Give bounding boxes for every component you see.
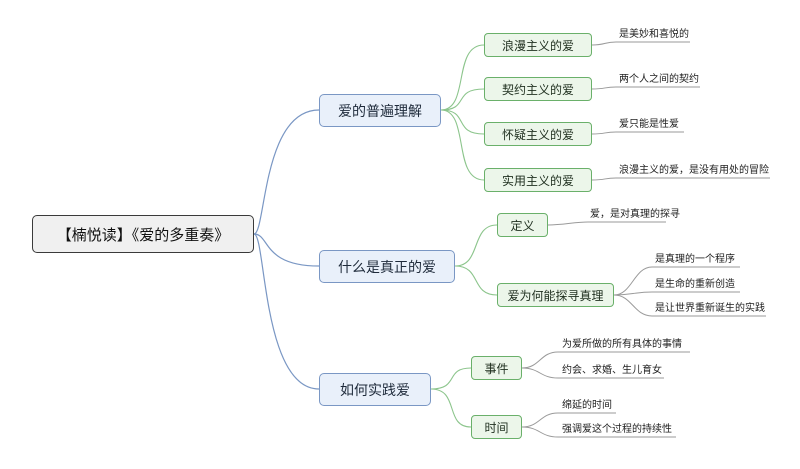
leaf-text[interactable]: 是生命的重新创造 — [655, 279, 735, 290]
connector-b1-c1-leaf-0 — [613, 266, 740, 296]
connector-b2-c0-leaf-0 — [521, 351, 690, 369]
branch-topic-practice-love[interactable]: 如何实践爱 — [319, 373, 431, 406]
subtopic-why-love-seeks-truth[interactable]: 爱为何能探寻真理 — [497, 283, 614, 307]
subtopic-events[interactable]: 事件 — [471, 356, 522, 380]
branch-topic-true-love[interactable]: 什么是真正的爱 — [319, 250, 455, 283]
connector-b0-c3 — [440, 109, 485, 181]
connector-b1-c1-leaf-1 — [613, 291, 740, 296]
connector-b1-c0 — [454, 224, 498, 267]
connector-b0-c2 — [440, 109, 485, 135]
subtopic-time[interactable]: 时间 — [471, 415, 522, 439]
leaf-text[interactable]: 绵延的时间 — [562, 400, 612, 411]
connector-b0-c3-leaf-0 — [591, 177, 770, 181]
subtopic-contract-love[interactable]: 契约主义的爱 — [484, 77, 592, 101]
connector-b1-c0-leaf-0 — [547, 221, 666, 226]
leaf-text[interactable]: 浪漫主义的爱，是没有用处的冒险 — [619, 165, 769, 176]
connector-b2-c0 — [430, 367, 472, 390]
connector-b1-c1-leaf-2 — [613, 294, 766, 317]
connector-b0-c1-leaf-0 — [591, 86, 700, 90]
leaf-text[interactable]: 两个人之间的契约 — [619, 74, 699, 85]
connector-b2-c1-leaf-1 — [521, 426, 676, 438]
branch-topic-universal-understanding[interactable]: 爱的普遍理解 — [319, 94, 441, 127]
root-topic[interactable]: 【楠悦读】《爱的多重奏》 — [32, 215, 254, 253]
connector-b0-c0 — [440, 44, 485, 111]
connector-b1-c1 — [454, 265, 498, 296]
subtopic-definition[interactable]: 定义 — [497, 213, 548, 237]
connector-root-branch-2 — [253, 233, 320, 390]
leaf-text[interactable]: 是让世界重新诞生的实践 — [655, 303, 765, 314]
connector-b2-c1 — [430, 388, 472, 428]
leaf-text[interactable]: 爱，是对真理的探寻 — [590, 209, 680, 220]
connector-root-branch-0 — [253, 109, 320, 235]
leaf-text[interactable]: 爱只能是性爱 — [619, 119, 679, 130]
connector-root-branch-1 — [253, 233, 320, 267]
subtopic-skeptic-love[interactable]: 怀疑主义的爱 — [484, 122, 592, 146]
leaf-text[interactable]: 是美妙和喜悦的 — [619, 29, 689, 40]
subtopic-romantic-love[interactable]: 浪漫主义的爱 — [484, 33, 592, 57]
leaf-text[interactable]: 是真理的一个程序 — [655, 254, 735, 265]
connector-b0-c0-leaf-0 — [591, 41, 690, 46]
connector-b0-c1 — [440, 88, 485, 111]
subtopic-pragmatic-love[interactable]: 实用主义的爱 — [484, 168, 592, 192]
leaf-text[interactable]: 强调爱这个过程的持续性 — [562, 424, 672, 435]
connector-b2-c1-leaf-0 — [521, 412, 616, 428]
leaf-text[interactable]: 为爱所做的所有具体的事情 — [562, 339, 682, 350]
connector-b0-c2-leaf-0 — [591, 131, 684, 135]
connector-b2-c0-leaf-1 — [521, 367, 664, 379]
leaf-text[interactable]: 约会、求婚、生儿育女 — [562, 365, 662, 376]
